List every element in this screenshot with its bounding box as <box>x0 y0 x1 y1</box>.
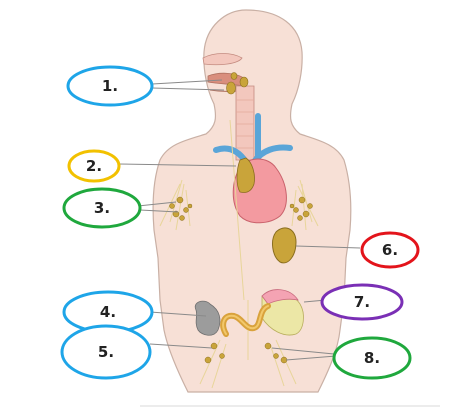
label-3-text: 3. <box>94 199 110 217</box>
lymph-nodes <box>169 196 313 364</box>
label-3: 3. <box>62 187 142 229</box>
tonsils <box>226 72 249 95</box>
label-2-text: 2. <box>86 157 102 175</box>
liver-segment <box>261 289 299 305</box>
label-6-text: 6. <box>382 241 398 259</box>
label-7-text: 7. <box>354 293 370 311</box>
label-8: 8. <box>332 336 412 380</box>
label-8-text: 8. <box>364 349 380 367</box>
thymus <box>236 157 255 193</box>
spleen <box>272 227 297 264</box>
label-5: 5. <box>60 324 152 380</box>
label-5-text: 5. <box>98 343 114 361</box>
appendix-cecum <box>194 300 221 336</box>
label-7: 7. <box>320 283 404 321</box>
label-1-text: 1. <box>102 77 118 95</box>
label-2: 2. <box>67 149 121 183</box>
label-4-text: 4. <box>100 303 116 321</box>
label-6: 6. <box>360 231 420 269</box>
trachea <box>235 85 255 161</box>
label-1: 1. <box>66 65 154 107</box>
